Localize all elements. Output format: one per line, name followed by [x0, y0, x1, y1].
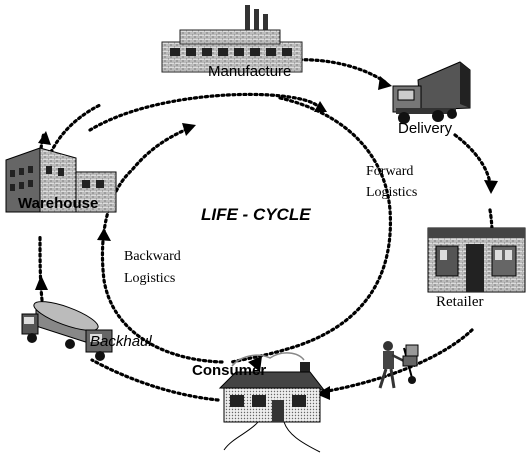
forward-logistics-line1: Forward [366, 164, 414, 179]
flow-retailer-to-consumer [320, 328, 474, 394]
arrowhead [484, 180, 498, 194]
factory-icon [161, 5, 303, 73]
diagram-title: LIFE - CYCLE [201, 205, 311, 224]
arrowhead [314, 101, 327, 112]
loop-upper [88, 92, 322, 132]
truck-icon [392, 61, 471, 124]
arrowheads [35, 76, 498, 400]
arrowhead [248, 356, 262, 372]
arrowhead [378, 76, 392, 90]
loop-left [100, 125, 224, 364]
forward-logistics-line2: Logistics [366, 185, 418, 200]
arrowhead [182, 123, 196, 136]
arrowhead [38, 131, 51, 145]
arrowhead [35, 275, 48, 290]
loop-right [230, 96, 393, 364]
tanker-truck-icon [21, 301, 113, 361]
node-label-warehouse: Warehouse [18, 195, 99, 212]
node-label-backhaul: Backhaul [90, 333, 152, 350]
node-label-delivery: Delivery [398, 120, 453, 137]
backward-logistics-line1: Backward [124, 249, 181, 264]
house-icon [218, 352, 326, 453]
flow-manufacture-to-delivery [292, 58, 387, 84]
arrowhead [97, 228, 111, 241]
backward-logistics-line2: Logistics [124, 271, 176, 286]
flow-consumer-to-backhaul [90, 358, 220, 402]
storefront-icon [427, 227, 526, 293]
flow-delivery-to-retailer [453, 133, 492, 186]
flow-backhaul-to-warehouse [38, 233, 44, 302]
node-label-manufacture: Manufacture [208, 63, 292, 80]
node-label-retailer: Retailer [436, 294, 484, 310]
hand-truck-worker-icon [378, 341, 419, 389]
arrowhead [316, 386, 330, 400]
node-label-consumer: Consumer [192, 362, 267, 379]
warehouse-building-icon [5, 147, 117, 213]
